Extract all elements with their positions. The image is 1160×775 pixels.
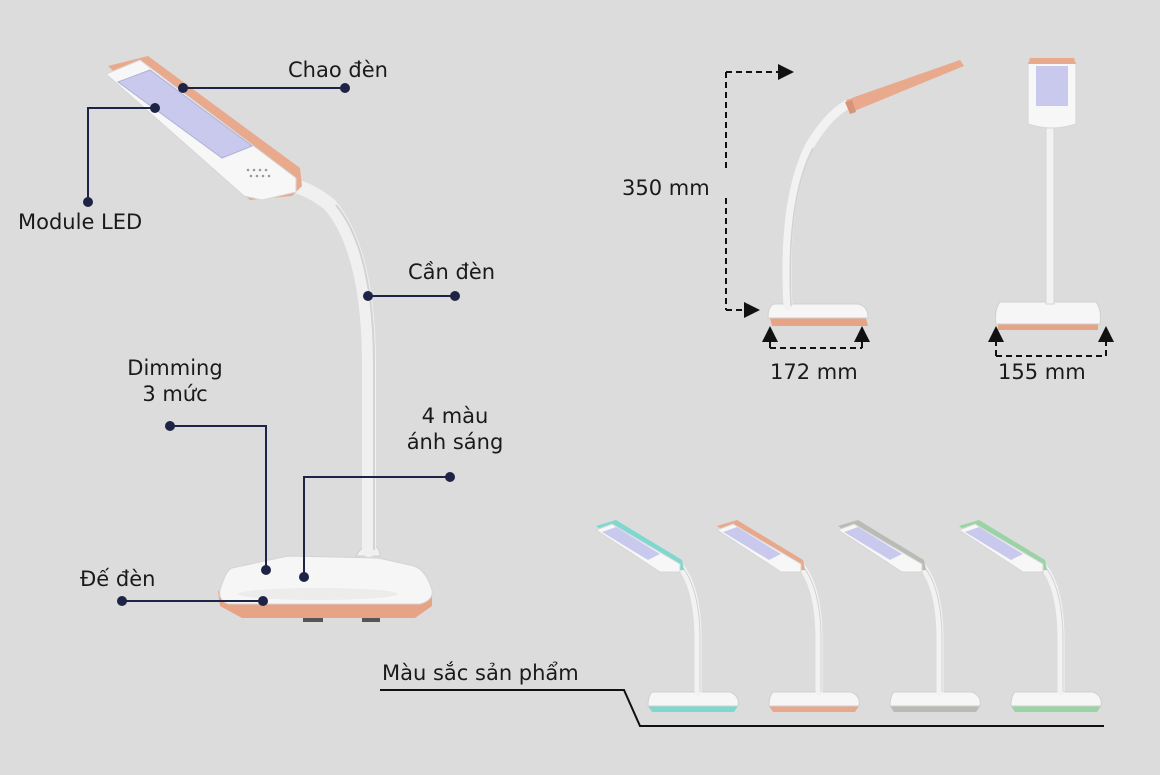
side-view-lamp bbox=[767, 60, 964, 326]
label-width-dimension: 155 mm bbox=[998, 360, 1086, 384]
label-height-dimension: 350 mm bbox=[622, 176, 710, 200]
label-depth-dimension: 172 mm bbox=[770, 360, 858, 384]
lamp-head bbox=[105, 56, 302, 201]
label-module-led: Module LED bbox=[18, 210, 143, 234]
main-lamp bbox=[105, 56, 433, 622]
label-chao-den: Chao đèn bbox=[288, 58, 388, 82]
variant-lamp bbox=[836, 520, 981, 712]
label-de-den: Đế đèn bbox=[80, 567, 156, 591]
label-light-colors-line2: ánh sáng bbox=[406, 430, 504, 454]
variant-lamp bbox=[957, 520, 1102, 712]
variant-lamp bbox=[715, 520, 860, 712]
callout-lines bbox=[87, 87, 455, 602]
label-color-variants: Màu sắc sản phẩm bbox=[382, 661, 579, 685]
callout-dots bbox=[83, 83, 460, 606]
label-light-colors-line1: 4 màu bbox=[421, 404, 489, 428]
label-can-den: Cần đèn bbox=[408, 260, 496, 284]
label-dimming-line2: 3 mức bbox=[142, 382, 208, 406]
variants-underline bbox=[380, 689, 1104, 727]
dimension-lines bbox=[725, 64, 1114, 357]
label-dimming: Dimming 3 mức bbox=[110, 355, 240, 407]
label-dimming-line1: Dimming bbox=[127, 356, 223, 380]
lamp-neck bbox=[285, 178, 376, 557]
label-light-colors: 4 màu ánh sáng bbox=[390, 403, 520, 455]
front-view-lamp bbox=[995, 58, 1101, 330]
color-variants-row bbox=[594, 520, 1102, 712]
variant-lamp bbox=[594, 520, 739, 712]
lamp-base bbox=[218, 544, 433, 622]
